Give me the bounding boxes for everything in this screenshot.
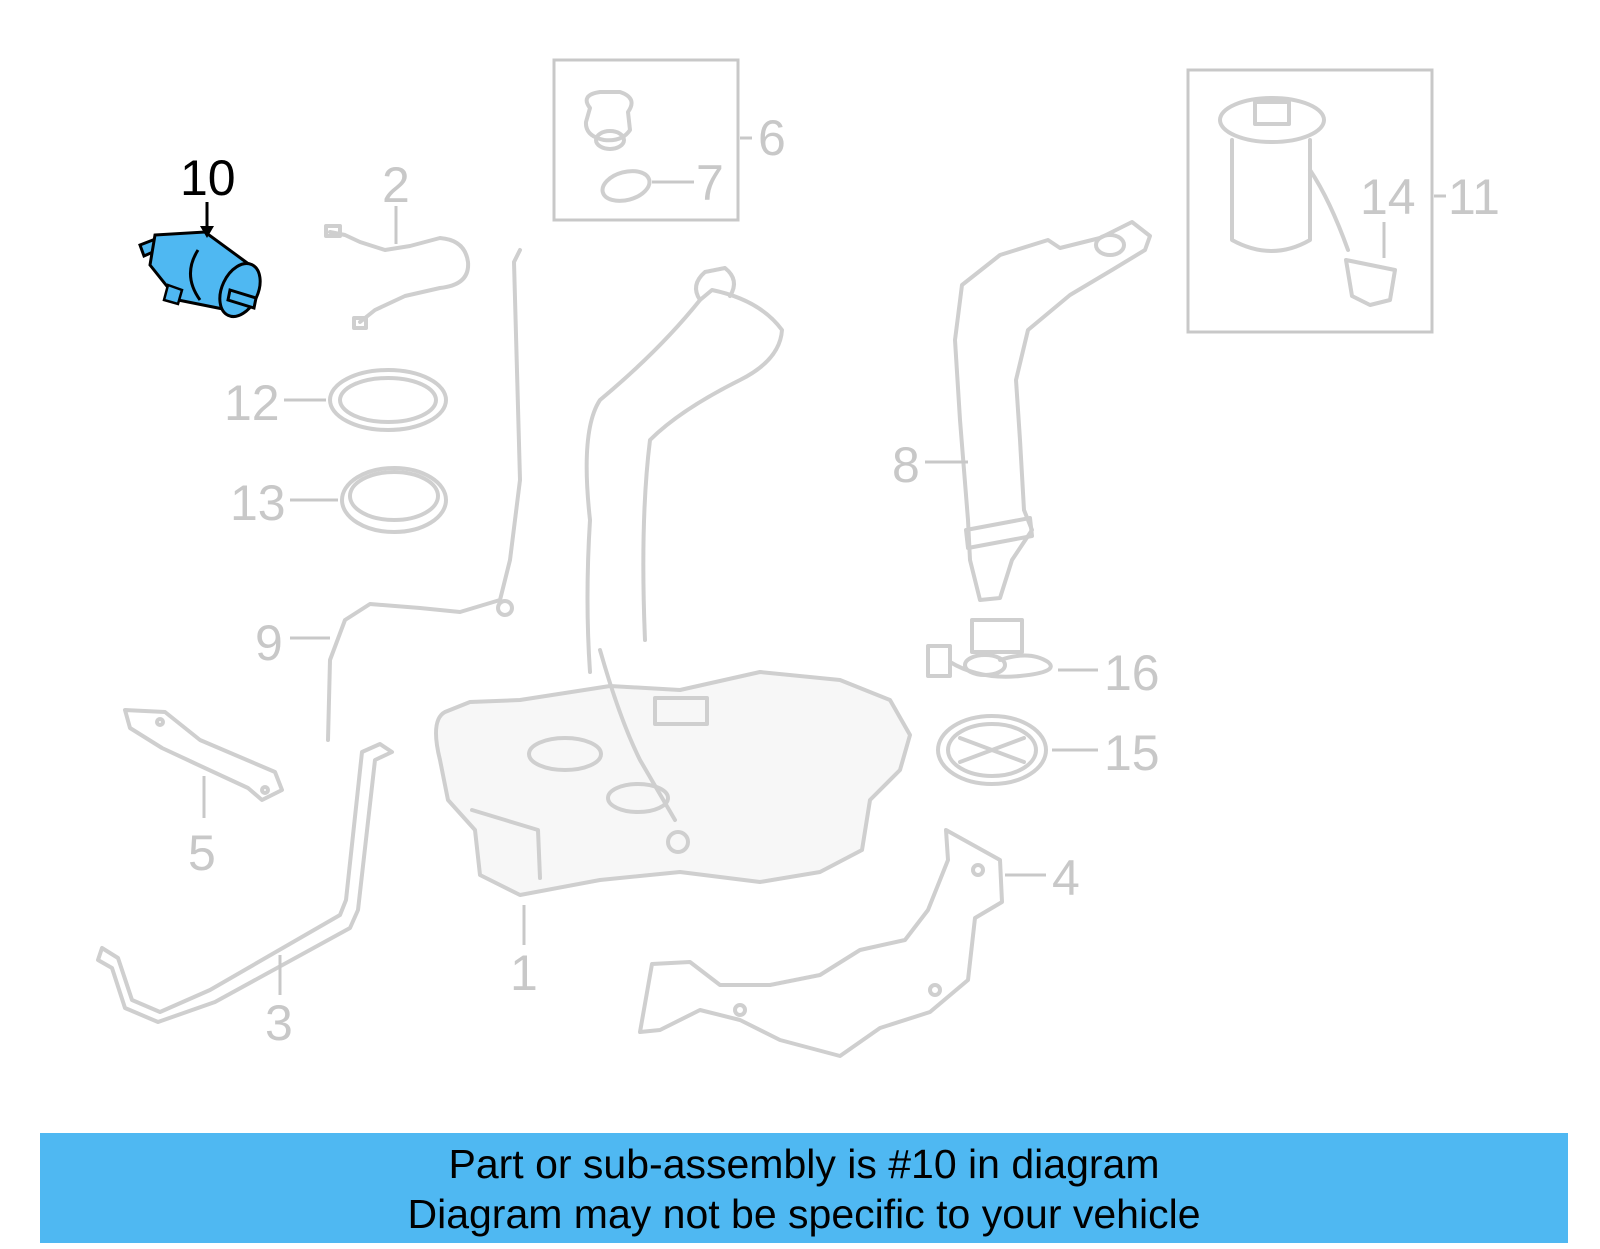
part-2-wire-harness	[324, 224, 471, 330]
part-13-seal	[340, 466, 448, 534]
label-13: 13	[230, 475, 286, 531]
label-6: 6	[758, 110, 786, 166]
label-4: 4	[1052, 850, 1080, 906]
part-11-fuel-pump	[1218, 96, 1397, 307]
part-5-bracket	[123, 708, 284, 802]
label-14: 14	[1360, 169, 1416, 225]
part-3-strap	[96, 742, 394, 1024]
label-12: 12	[224, 375, 280, 431]
banner-line-2: Diagram may not be specific to your vehi…	[407, 1191, 1201, 1237]
part-12-lock-ring	[328, 368, 448, 432]
label-10: 10	[180, 150, 236, 206]
label-9: 9	[255, 615, 283, 671]
label-8: 8	[892, 437, 920, 493]
box-11-14	[1186, 68, 1434, 334]
label-1: 1	[510, 945, 538, 1001]
label-11: 11	[1448, 169, 1500, 225]
part-7-o-ring	[600, 169, 652, 203]
label-16: 16	[1104, 645, 1160, 701]
part-10-fuel-filter[interactable]	[138, 230, 268, 323]
part-15-flange	[936, 714, 1048, 786]
label-7: 7	[696, 155, 724, 211]
part-4-heat-shield	[638, 828, 1004, 1058]
part-8-filler-pipe	[953, 220, 1152, 602]
label-15: 15	[1104, 725, 1160, 781]
part-1-fuel-tank	[434, 266, 912, 897]
box-6-7	[552, 58, 740, 222]
label-5: 5	[188, 825, 216, 881]
info-banner: Part or sub-assembly is #10 in diagram D…	[40, 1133, 1568, 1243]
part-16-sender	[926, 618, 1053, 679]
banner-line-1: Part or sub-assembly is #10 in diagram	[448, 1141, 1160, 1187]
label-2: 2	[382, 157, 410, 213]
part-6-cap	[583, 90, 634, 151]
part-9-vent-line	[326, 248, 522, 742]
arrow-10	[200, 202, 214, 238]
label-3: 3	[265, 995, 293, 1051]
